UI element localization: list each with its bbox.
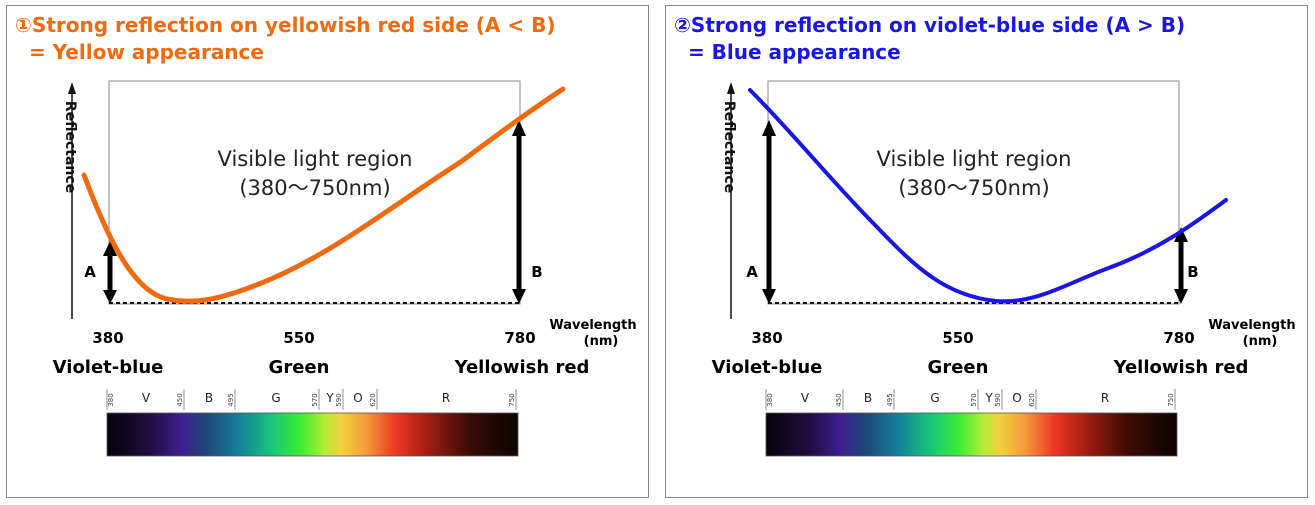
x-axis-label-line2: (nm)	[584, 334, 619, 349]
color-name-green: Green	[269, 357, 330, 378]
spectrum-letter-g: G	[930, 391, 939, 405]
spectrum-letter-b: B	[864, 391, 872, 405]
spectrum-letter-b: B	[205, 391, 213, 405]
panel-title-line1: ②Strong reflection on violet-blue side (…	[674, 13, 1186, 37]
x-tick-550: 550	[942, 329, 973, 347]
y-axis-arrowhead	[68, 82, 76, 94]
panel-title-line2: = Yellow appearance	[28, 40, 264, 64]
region-label-line2: (380～750nm)	[239, 176, 390, 200]
spectrum-letter-y: Y	[984, 391, 993, 405]
spectrum-number-380: 380	[766, 393, 774, 406]
panel-blue-appearance: ②Strong reflection on violet-blue side (…	[665, 5, 1308, 498]
arrow-a-head-bottom	[103, 290, 117, 304]
spectrum-letter-v: V	[142, 391, 151, 405]
spectrum-number-450: 450	[176, 393, 184, 406]
reflectance-curve	[748, 88, 1228, 304]
arrow-a-head-top	[762, 120, 776, 136]
spectrum-letter-v: V	[801, 391, 810, 405]
arrow-a-head-bottom	[762, 289, 776, 304]
arrow-b-head-top	[1174, 227, 1188, 242]
region-label-line1: Visible light region	[218, 147, 413, 171]
reflectance-curve	[81, 86, 566, 304]
panel-yellow-appearance: ①Strong reflection on yellowish red side…	[6, 5, 649, 498]
panel-title-line2: = Blue appearance	[687, 40, 901, 64]
x-tick-380: 380	[92, 329, 123, 347]
spectrum-number-620: 620	[1028, 393, 1036, 406]
color-name-yellowish-red: Yellowish red	[1113, 357, 1249, 378]
label-a: A	[746, 263, 758, 281]
spectrum-number-750: 750	[508, 393, 516, 406]
color-name-violet-blue: Violet-blue	[712, 357, 823, 378]
label-b: B	[1187, 263, 1198, 281]
x-axis-label-line2: (nm)	[1243, 334, 1278, 349]
spectrum-letter-r: R	[1101, 391, 1109, 405]
spectrum-number-380: 380	[107, 393, 115, 406]
spectrum-letter-o: O	[1012, 391, 1021, 405]
reflectance-diagram: Reflectance Visible light region (380～75…	[712, 80, 1296, 457]
spectrum-letter-g: G	[271, 391, 280, 405]
spectrum-scale	[106, 389, 517, 410]
spectrum-number-495: 495	[227, 393, 235, 406]
region-label-line1: Visible light region	[877, 147, 1072, 171]
spectrum-number-450: 450	[835, 393, 843, 406]
x-tick-780: 780	[504, 329, 535, 347]
spectrum-number-590: 590	[994, 393, 1002, 406]
spectrum-scale	[765, 389, 1176, 410]
spectrum-number-570: 570	[970, 393, 978, 406]
label-b: B	[531, 263, 542, 281]
region-label-line2: (380～750nm)	[898, 176, 1049, 200]
spectrum-number-620: 620	[369, 393, 377, 406]
arrow-a-head-top	[103, 241, 117, 256]
y-axis-arrowhead	[727, 82, 735, 94]
panel-title-line1: ①Strong reflection on yellowish red side…	[15, 13, 556, 37]
spectrum-letter-r: R	[442, 391, 450, 405]
label-a: A	[84, 263, 96, 281]
spectrum-number-750: 750	[1167, 393, 1175, 406]
x-tick-780: 780	[1163, 329, 1194, 347]
reflectance-diagram: Reflectance Visible light region (380～75…	[53, 80, 637, 457]
arrow-b-head-bottom	[512, 289, 526, 304]
spectrum-bar	[106, 412, 519, 457]
spectrum-number-590: 590	[335, 393, 343, 406]
color-name-green: Green	[928, 357, 989, 378]
arrow-b-head-top	[512, 120, 526, 136]
spectrum-letter-y: Y	[325, 391, 334, 405]
panel-title: ②Strong reflection on violet-blue side (…	[674, 12, 1185, 66]
y-axis-label: Reflectance	[62, 101, 78, 193]
x-tick-550: 550	[283, 329, 314, 347]
color-name-yellowish-red: Yellowish red	[454, 357, 590, 378]
color-name-violet-blue: Violet-blue	[53, 357, 164, 378]
x-tick-380: 380	[751, 329, 782, 347]
y-axis-label: Reflectance	[721, 101, 737, 193]
spectrum-number-495: 495	[886, 393, 894, 406]
spectrum-letter-o: O	[353, 391, 362, 405]
arrow-b-head-bottom	[1174, 289, 1188, 304]
spectrum-bar	[765, 412, 1178, 457]
x-axis-label-line1: Wavelength	[549, 318, 636, 333]
spectrum-number-570: 570	[311, 393, 319, 406]
panel-title: ①Strong reflection on yellowish red side…	[15, 12, 555, 66]
x-axis-label-line1: Wavelength	[1208, 318, 1295, 333]
